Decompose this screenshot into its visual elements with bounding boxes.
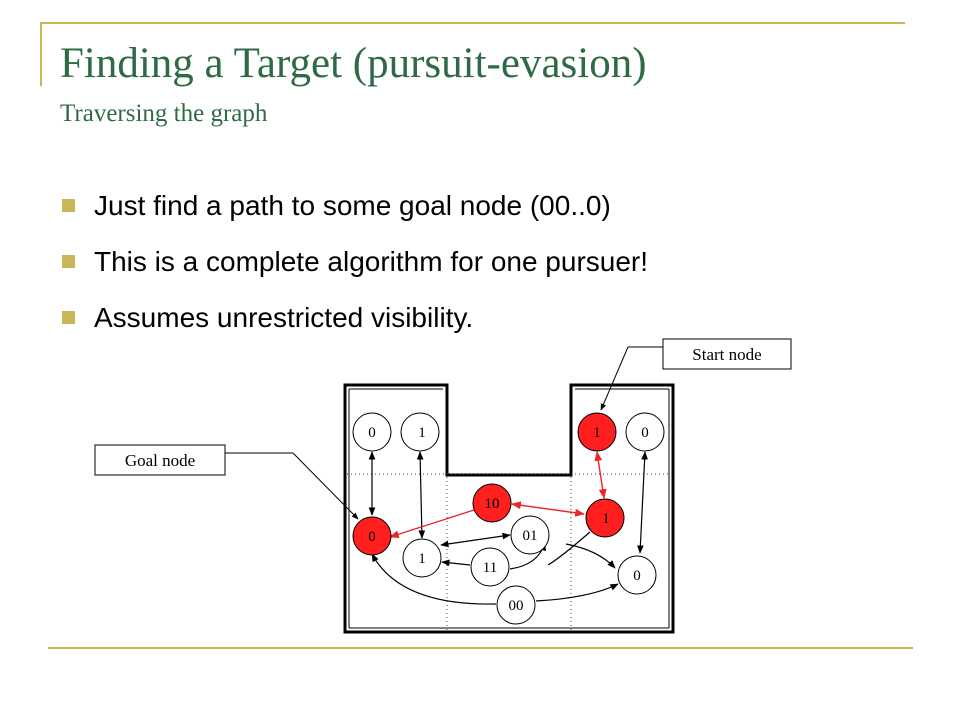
graph-nodes: 0 1 1 0 10 0 01 1 1 11 0 00 — [352, 412, 665, 625]
path-edge — [511, 501, 585, 517]
slide-title: Finding a Target (pursuit-evasion) — [60, 40, 647, 87]
node-tr0: 0 — [625, 412, 665, 452]
start-node-pointer — [600, 346, 629, 411]
slide-subtitle: Traversing the graph — [60, 100, 268, 127]
node-circle — [625, 412, 665, 452]
node-tr1: 1 — [577, 412, 617, 452]
bullet-square-icon — [62, 311, 75, 324]
node-circle — [617, 555, 657, 595]
start-node-callout-box — [662, 338, 792, 370]
bullet-text: Assumes unrestricted visibility. — [94, 302, 474, 333]
node-label: 10 — [485, 496, 500, 512]
edge — [440, 532, 511, 548]
node-label: 0 — [641, 425, 649, 441]
bullet-square-icon — [62, 199, 75, 212]
edge — [416, 451, 426, 539]
goal-node-pointer — [292, 452, 359, 520]
node-circle — [510, 515, 550, 555]
node-circle — [470, 547, 510, 587]
node-tl0: 0 — [352, 412, 392, 452]
edge — [637, 451, 648, 554]
bullet-list: Just find a path to some goal node (00..… — [62, 178, 648, 346]
node-r0: 0 — [617, 555, 657, 595]
start-node-callout-label: Start node — [692, 345, 761, 364]
node-circle — [472, 483, 512, 523]
top-rule — [40, 22, 905, 24]
node-m11: 11 — [470, 547, 510, 587]
edge — [565, 543, 616, 569]
node-label: 1 — [602, 511, 610, 527]
node-label: 1 — [418, 551, 426, 567]
goal-node-callout-label: Goal node — [125, 451, 195, 470]
node-circle — [577, 412, 617, 452]
node-label: 11 — [483, 560, 497, 576]
bottom-rule — [48, 647, 913, 649]
node-label: 1 — [593, 425, 601, 441]
path-edge — [594, 451, 607, 499]
edge — [547, 531, 591, 566]
node-m10: 10 — [472, 483, 512, 523]
node-m00: 00 — [496, 585, 536, 625]
edge — [441, 559, 471, 567]
node-l1: 1 — [402, 538, 442, 578]
node-circle — [496, 585, 536, 625]
node-label: 0 — [368, 529, 376, 545]
node-label: 00 — [509, 598, 524, 614]
goal-node-callout-box — [94, 444, 226, 476]
node-l0: 0 — [352, 516, 392, 556]
node-label: 0 — [633, 568, 641, 584]
node-circle — [585, 498, 625, 538]
node-circle — [352, 516, 392, 556]
environment-inner-shadow — [348, 388, 670, 629]
node-label: 1 — [418, 425, 426, 441]
node-circle — [352, 412, 392, 452]
bullet-item: Just find a path to some goal node (00..… — [62, 178, 648, 234]
path-edge — [389, 509, 475, 539]
node-r1: 1 — [585, 498, 625, 538]
node-tl1: 1 — [400, 412, 440, 452]
left-rule — [40, 22, 42, 86]
node-m01: 01 — [510, 515, 550, 555]
path-edges — [389, 451, 607, 539]
bullet-square-icon — [62, 255, 75, 268]
node-label: 01 — [523, 528, 538, 544]
node-label: 0 — [368, 425, 376, 441]
bullet-text: Just find a path to some goal node (00..… — [94, 190, 611, 221]
node-circle — [400, 412, 440, 452]
bullet-item: This is a complete algorithm for one pur… — [62, 234, 648, 290]
environment-outline — [343, 383, 675, 634]
node-circle — [402, 538, 442, 578]
edge — [535, 583, 619, 602]
bullet-text: This is a complete algorithm for one pur… — [94, 246, 649, 277]
bullet-item: Assumes unrestricted visibility. — [62, 290, 648, 346]
edge — [371, 553, 497, 605]
